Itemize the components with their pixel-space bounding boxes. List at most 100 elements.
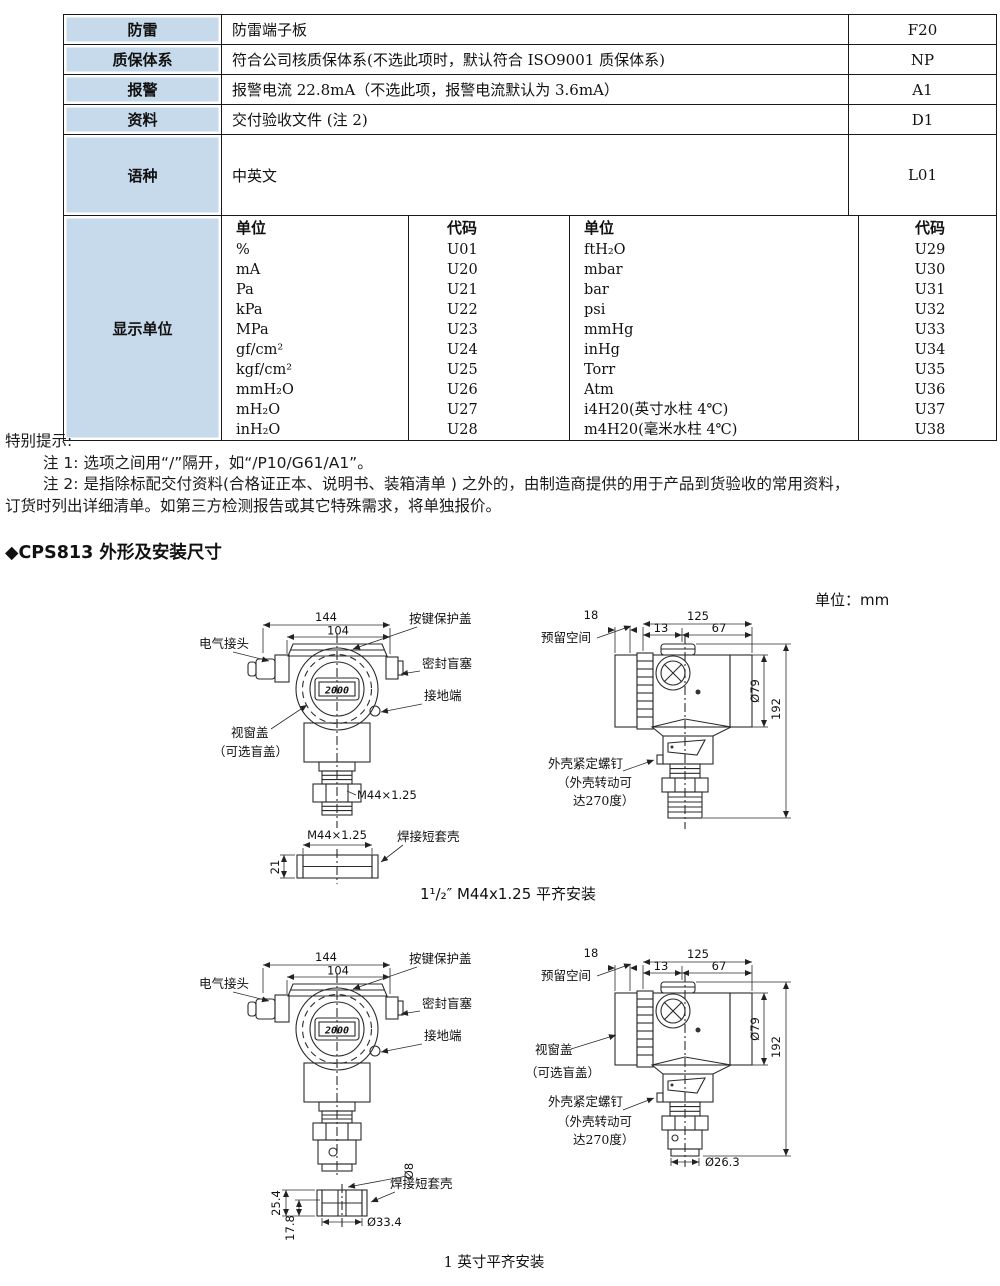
dim-67: 67 [712,959,727,973]
unit-code: U23 [409,320,570,340]
front-view-dimensions: 144 104 [262,950,391,994]
unit-code: U38 [914,422,946,438]
unit-code: U37 [914,402,946,418]
unit-code: U21 [409,280,570,300]
table-row: 报警 报警电流 22.8mA（不选此项，报警电流默认为 3.6mA） A1 [63,74,997,105]
row-description: 报警电流 22.8mA（不选此项，报警电流默认为 3.6mA） [221,74,849,105]
drawing-side-view-1inch: 18 125 13 67 Ø79 192 Ø26.3 预留空间 视窗盖 （可选盲… [525,946,791,1169]
table-row: 质保体系 符合公司核质保体系(不选此项时，默认符合 ISO9001 质保体系) … [63,44,997,75]
dim-13: 13 [654,621,669,635]
unit-code: U28 [409,420,570,440]
front-view-labels: 按键保护盖 电气接头 密封盲塞 接地端 2000 [199,951,473,1054]
dim-67: 67 [712,621,727,635]
label-reserved-space: 预留空间 [541,630,591,645]
dim-104: 104 [327,964,349,978]
unit-name: psi [570,300,859,320]
label-seal-plug: 密封盲塞 [422,656,473,671]
label-weld-sleeve: 焊接短套壳 [397,829,460,844]
table-row: 语种 中英文 L01 [63,134,997,216]
dim-144: 144 [315,610,337,624]
side-view-labels: 预留空间 外壳紧定螺钉 （外壳转动可 达270度） [541,625,655,808]
row-code: NP [848,44,997,75]
row-description: 防雷端子板 [221,14,849,45]
unit-name: mbar [570,260,859,280]
unit-name: MPa [223,320,409,340]
unit-name: mA [223,260,409,280]
caption-m44-flush-mount: 1¹/₂″ M44x1.25 平齐安装 [419,885,597,903]
row-description: 中英文 [221,134,849,216]
unit-name: Torr [570,360,859,380]
dim-d26: Ø26.3 [705,1155,740,1169]
row-description: 符合公司核质保体系(不选此项时，默认符合 ISO9001 质保体系) [221,44,849,75]
side-view-labels: 预留空间 视窗盖 （可选盲盖） 外壳紧定螺钉 （外壳转动可 达270度） [525,963,655,1147]
unit-code: U35 [914,362,946,378]
dim-13: 13 [654,959,669,973]
section-title: ◆CPS813 外形及安装尺寸 [5,543,222,563]
units-grid: 单位 代码 单位 代码 % U01 ftH₂O U29 mA U20 mbar … [223,216,996,440]
lcd-display-value: 2000 [324,686,349,697]
unit-name: i4H20(英寸水柱 4℃) [570,400,859,420]
sleeve-bore-dim: Ø8 [402,1163,416,1179]
table-row: 防雷 防雷端子板 F20 [63,14,997,45]
label-set-screw: 外壳紧定螺钉 [548,1094,624,1109]
drawing-front-view-m44: 144 104 按键保护盖 电气接头 密封盲塞 接地端 视窗盖 （可选盲盖） 2… [199,610,473,884]
unit-code: U26 [409,380,570,400]
label-set-screw-line3: 达270度） [573,793,634,808]
label-key-cover: 按键保护盖 [409,951,472,966]
unit-name: m4H20(毫米水柱 4℃) [570,420,859,440]
weld-sleeve-outline [296,849,379,884]
sleeve-h2-dim: 17.8 [283,1215,297,1241]
unit-code: U33 [914,322,946,338]
options-table: 防雷 防雷端子板 F20 质保体系 符合公司核质保体系(不选此项时，默认符合 I… [63,14,997,441]
row-code: A1 [848,74,997,105]
front-view-labels: 按键保护盖 电气接头 密封盲塞 接地端 视窗盖 （可选盲盖） 2000 M44×… [199,611,473,802]
unit-code: U20 [409,260,570,280]
unit-code: U30 [914,262,946,278]
unit-code: U01 [409,240,570,260]
table-row: 资料 交付验收文件 (注 2) D1 [63,104,997,135]
label-window-cover: 视窗盖 [535,1042,573,1057]
units-col-header: 单位 [223,216,409,240]
label-ground-terminal: 接地端 [424,688,462,703]
unit-code: U29 [914,242,946,258]
label-seal-plug: 密封盲塞 [422,996,473,1011]
unit-name: bar [570,280,859,300]
row-category: 资料 [63,104,222,135]
unit-name: % [223,240,409,260]
note-2-line1: 注 2: 是指除标配交付资料(合格证正本、说明书、装箱清单 ) 之外的，由制造商… [43,475,850,493]
unit-name: kgf/cm² [223,360,409,380]
dim-18: 18 [584,608,599,622]
unit-name: mmHg [570,320,859,340]
label-electrical-connector: 电气接头 [199,976,249,991]
unit-name: mmH₂O [223,380,409,400]
special-notes: 特别提示: 注 1: 选项之间用“/”隔开，如“/P10/G61/A1”。 注 … [5,431,997,517]
label-set-screw-line2: （外壳转动可 [557,775,632,790]
sleeve-height-dim: 21 [268,860,282,875]
dim-d79: Ø79 [748,1017,762,1041]
transmitter-front-outline [247,634,404,828]
row-category: 质保体系 [63,44,222,75]
row-code: D1 [848,104,997,135]
table-row-units: 显示单位 单位 代码 单位 代码 % U01 ftH₂O U29 mA U20 … [63,215,997,441]
transmitter-side-outline [614,973,753,1167]
label-ground-terminal: 接地端 [424,1028,462,1043]
front-view-dimensions: 144 104 [262,610,391,654]
unit-code: U22 [409,300,570,320]
dim-144: 144 [315,950,337,964]
unit-code: U36 [914,382,946,398]
dim-d79: Ø79 [748,679,762,703]
sleeve-od-dim: Ø33.4 [367,1215,402,1229]
label-window-cover-optional: （可选盲盖） [213,744,288,759]
unit-code: U31 [914,282,946,298]
dim-192: 192 [769,698,783,720]
unit-code: U25 [409,360,570,380]
transmitter-side-outline [614,635,753,829]
row-code: F20 [848,14,997,45]
dim-104: 104 [327,624,349,638]
note-1: 注 1: 选项之间用“/”隔开，如“/P10/G61/A1”。 [43,453,373,472]
unit-name: gf/cm² [223,340,409,360]
label-set-screw: 外壳紧定螺钉 [548,756,624,771]
label-thread-m44: M44×1.25 [357,788,417,802]
notes-heading: 特别提示: [5,432,73,450]
unit-code: U32 [914,302,946,318]
